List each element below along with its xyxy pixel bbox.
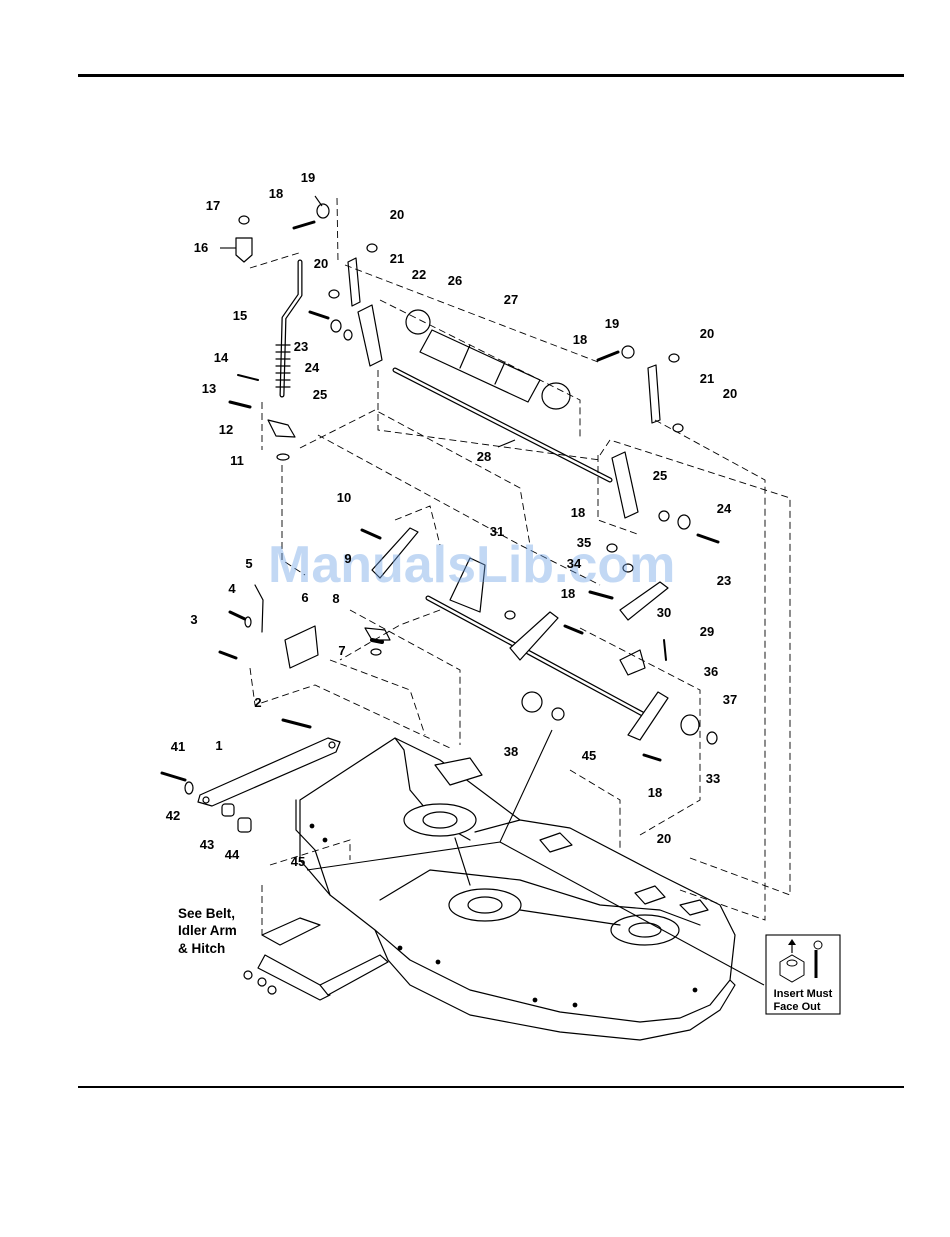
insert-note-line-2: Face Out [773, 1001, 820, 1013]
watermark: ManualsLib.com [268, 536, 675, 594]
callout-44: 44 [225, 847, 240, 862]
callout-12: 12 [219, 422, 233, 437]
callout-16: 16 [194, 240, 208, 255]
callout-38: 38 [504, 744, 518, 759]
callout-5: 5 [245, 556, 252, 571]
mower-deck [296, 738, 735, 1040]
callout-1: 1 [215, 738, 222, 753]
callout-20: 20 [657, 831, 671, 846]
callout-24: 24 [717, 501, 732, 516]
callout-33: 33 [706, 771, 720, 786]
callout-27: 27 [504, 292, 518, 307]
callout-25: 25 [313, 387, 327, 402]
callout-17: 17 [206, 198, 220, 213]
callout-21: 21 [390, 251, 404, 266]
callout-22: 22 [412, 267, 426, 282]
hitch-links [244, 918, 388, 1000]
callout-14: 14 [214, 350, 229, 365]
see-belt-note: See Belt, Idler Arm & Hitch [178, 906, 237, 956]
callout-28: 28 [477, 449, 491, 464]
callout-20: 20 [723, 386, 737, 401]
callout-30: 30 [657, 605, 671, 620]
callout-4: 4 [228, 581, 236, 596]
callout-21: 21 [700, 371, 714, 386]
callout-25: 25 [653, 468, 667, 483]
callout-20: 20 [314, 256, 328, 271]
callout-2: 2 [254, 695, 261, 710]
callout-45: 45 [582, 748, 596, 763]
callout-11: 11 [230, 453, 244, 468]
callout-20: 20 [700, 326, 714, 341]
callout-7: 7 [338, 643, 345, 658]
insert-note-line-1: Insert Must [774, 988, 833, 1000]
callout-29: 29 [700, 624, 714, 639]
callout-36: 36 [704, 664, 718, 679]
callout-19: 19 [301, 170, 315, 185]
callout-6: 6 [301, 590, 308, 605]
callout-20: 20 [390, 207, 404, 222]
callout-26: 26 [448, 273, 462, 288]
callout-3: 3 [190, 612, 197, 627]
callout-18: 18 [561, 586, 575, 601]
callout-42: 42 [166, 808, 180, 823]
insert-detail: Insert Must Face Out [766, 935, 840, 1014]
see-belt-note-line-1: See Belt, [178, 906, 235, 921]
callout-23: 23 [294, 339, 308, 354]
callout-23: 23 [717, 573, 731, 588]
callout-24: 24 [305, 360, 320, 375]
callout-18: 18 [269, 186, 283, 201]
callout-41: 41 [171, 739, 185, 754]
callout-9: 9 [344, 551, 351, 566]
see-belt-note-line-2: Idler Arm [178, 923, 237, 938]
roller-assembly [294, 204, 718, 542]
callout-19: 19 [605, 316, 619, 331]
height-handle [230, 216, 300, 460]
callout-8: 8 [332, 591, 339, 606]
callout-45: 45 [291, 854, 305, 869]
callout-15: 15 [233, 308, 247, 323]
callout-31: 31 [490, 524, 504, 539]
callout-13: 13 [202, 381, 216, 396]
callout-43: 43 [200, 837, 214, 852]
callout-18: 18 [573, 332, 587, 347]
callout-35: 35 [577, 535, 591, 550]
callout-37: 37 [723, 692, 737, 707]
see-belt-note-line-3: & Hitch [178, 941, 225, 956]
callout-18: 18 [648, 785, 662, 800]
callout-10: 10 [337, 490, 351, 505]
callout-34: 34 [567, 556, 582, 571]
callout-18: 18 [571, 505, 585, 520]
